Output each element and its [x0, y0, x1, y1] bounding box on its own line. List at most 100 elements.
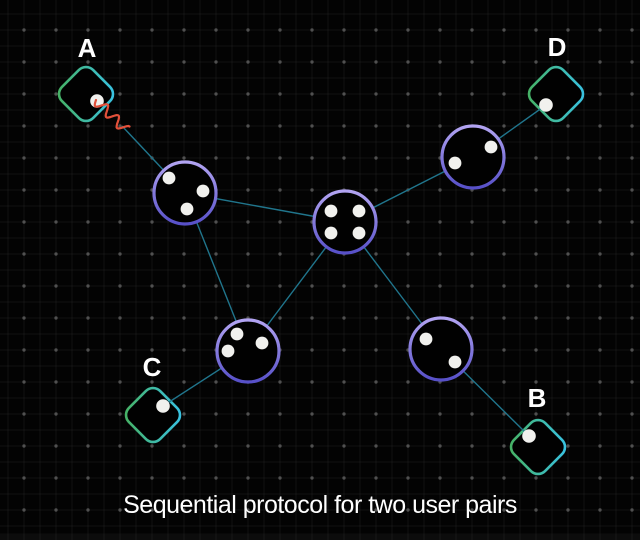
qubit-dot-B — [522, 429, 536, 443]
grid-dot — [342, 124, 346, 128]
grid-dot — [342, 92, 346, 96]
grid-dot — [342, 60, 346, 64]
repeater-node-R4 — [408, 316, 474, 382]
grid-dot — [86, 316, 90, 320]
grid-dot — [502, 252, 506, 256]
grid-dot — [566, 412, 570, 416]
grid-dot — [566, 508, 570, 512]
grid-dot — [470, 476, 474, 480]
grid-dot — [22, 476, 26, 480]
grid-dot — [598, 348, 602, 352]
grid-dot — [502, 508, 506, 512]
user-node-A — [57, 65, 115, 123]
grid-dot — [182, 60, 186, 64]
grid-dot — [310, 284, 314, 288]
grid-dot — [214, 92, 218, 96]
grid-dot — [22, 92, 26, 96]
grid-dot — [630, 444, 634, 448]
grid-dot — [214, 60, 218, 64]
qubit-dot-R4-0 — [419, 332, 433, 346]
grid-dot — [182, 476, 186, 480]
grid-dot — [54, 156, 58, 160]
grid-dot — [598, 28, 602, 32]
qubit-dot-R1-0 — [162, 171, 176, 185]
grid-dot — [214, 476, 218, 480]
grid-dot — [534, 220, 538, 224]
grid-dot — [214, 412, 218, 416]
grid-dot — [182, 380, 186, 384]
grid-dot — [534, 316, 538, 320]
qubit-dot-A — [90, 94, 104, 108]
grid-dot — [246, 220, 250, 224]
grid-dot — [214, 252, 218, 256]
grid-dot — [310, 28, 314, 32]
grid-dot — [630, 28, 634, 32]
grid-dot — [502, 412, 506, 416]
grid-dot — [342, 380, 346, 384]
grid-dot — [534, 188, 538, 192]
grid-dot — [246, 92, 250, 96]
grid-dot — [54, 380, 58, 384]
grid-dot — [246, 28, 250, 32]
grid-dot — [150, 60, 154, 64]
grid-dot — [54, 444, 58, 448]
grid-dot — [54, 412, 58, 416]
grid-dot — [22, 28, 26, 32]
grid-dot — [278, 60, 282, 64]
grid-dot — [118, 60, 122, 64]
qubit-dot-C — [156, 399, 170, 413]
qubit-dot-R2-1 — [448, 156, 462, 170]
grid-dot — [598, 188, 602, 192]
grid-dot — [246, 60, 250, 64]
grid-dot — [598, 252, 602, 256]
qubit-dot-RC-3 — [352, 226, 366, 240]
grid-dot — [598, 444, 602, 448]
grid-dot — [278, 28, 282, 32]
qubit-dot-R3-2 — [255, 336, 269, 350]
grid-dot — [598, 412, 602, 416]
grid-dot — [374, 156, 378, 160]
grid-dot — [566, 316, 570, 320]
grid-dot — [54, 316, 58, 320]
grid-dot — [86, 124, 90, 128]
grid-dot — [22, 508, 26, 512]
grid-dot — [502, 60, 506, 64]
grid-dot — [438, 444, 442, 448]
grid-dot — [374, 476, 378, 480]
grid-dot — [534, 348, 538, 352]
grid-dot — [278, 252, 282, 256]
grid-dot — [310, 60, 314, 64]
grid-dot — [374, 188, 378, 192]
grid-dot — [118, 220, 122, 224]
grid-dot — [630, 188, 634, 192]
grid-dot — [86, 156, 90, 160]
grid-dot — [406, 316, 410, 320]
grid-dot — [310, 476, 314, 480]
grid-dot — [22, 156, 26, 160]
grid-dot — [598, 380, 602, 384]
qubit-dot-D — [539, 98, 553, 112]
grid-dot — [246, 284, 250, 288]
grid-dot — [246, 508, 250, 512]
qubit-dot-RC-2 — [324, 226, 338, 240]
grid-dot — [374, 412, 378, 416]
grid-dot — [566, 220, 570, 224]
grid-dot — [598, 220, 602, 224]
grid-dot — [534, 60, 538, 64]
grid-dot — [406, 508, 410, 512]
grid-dot — [246, 124, 250, 128]
grid-dot — [150, 92, 154, 96]
grid-dot — [22, 348, 26, 352]
grid-dot — [150, 316, 154, 320]
grid-dot — [406, 60, 410, 64]
grid-dot — [406, 156, 410, 160]
grid-dot — [278, 124, 282, 128]
grid-dot — [22, 444, 26, 448]
grid-dot — [150, 220, 154, 224]
grid-dot — [118, 252, 122, 256]
grid-dot — [598, 156, 602, 160]
grid-dot — [118, 284, 122, 288]
grid-dot — [470, 508, 474, 512]
grid-dot — [118, 508, 122, 512]
